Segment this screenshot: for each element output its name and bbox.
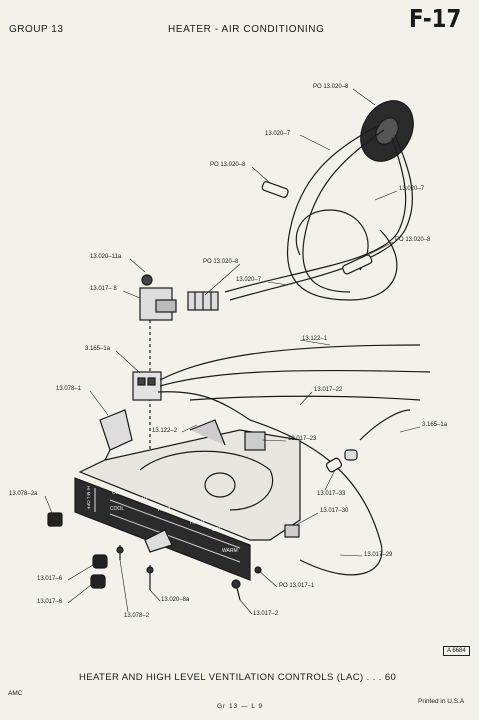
- screws: [116, 524, 300, 601]
- page-id: F-17: [409, 4, 462, 33]
- knob-lower-b: [90, 574, 106, 589]
- panel-label-heat: HEAT: [158, 507, 171, 513]
- callout: 13.122–1: [302, 336, 328, 342]
- callout: 13.017– 8: [90, 286, 117, 292]
- harness-connector: [132, 371, 162, 401]
- callout: 3.165–1a: [85, 346, 111, 352]
- knob-left: [47, 512, 63, 527]
- callout: 13.017–6: [37, 576, 63, 582]
- callout: PO 13.020–8: [210, 162, 246, 168]
- callout: 13.020–11a: [90, 254, 122, 260]
- panel-label-warm: WARM: [222, 548, 238, 554]
- callout: 13.078–2: [124, 613, 150, 619]
- panel-label-hi-lo: HI–LO: [190, 520, 205, 526]
- section-title: HEATER - AIR CONDITIONING: [168, 24, 325, 35]
- control-lever: [144, 529, 173, 553]
- callout: 13.020–7: [236, 277, 262, 283]
- callout: 13.017–22: [314, 387, 343, 393]
- mounting-bracket: [99, 409, 133, 451]
- panel-label-fan-scale: HI M L OFF: [86, 486, 91, 510]
- figure-caption: HEATER AND HIGH LEVEL VENTILATION CONTRO…: [79, 672, 397, 683]
- panel-label-cool: COOL: [110, 506, 125, 512]
- hose-connector: [261, 181, 289, 198]
- footer-page-ref: Gr 13 — L 9: [217, 703, 264, 710]
- callout: 13.017–33: [317, 491, 346, 497]
- group-label: GROUP 13: [9, 24, 64, 35]
- panel-label-def: DEF: [212, 527, 222, 533]
- panel-label-vent: VENT: [135, 497, 149, 503]
- tee-connector: [342, 254, 373, 275]
- callout: 13.017–30: [320, 508, 349, 514]
- reference-code: A 6684: [443, 646, 470, 656]
- callout: PO 13.020–8: [203, 259, 239, 265]
- callout: 13.017–29: [364, 552, 393, 558]
- vacuum-hose-long: [286, 124, 398, 301]
- callout: PO 13.020–8: [395, 237, 431, 243]
- panel-label-off: OFF: [112, 490, 122, 496]
- callout: 13.020–7: [399, 186, 425, 192]
- callout: 13.078–1: [56, 386, 82, 392]
- callout: 13.017–23: [288, 436, 317, 442]
- callout: PO 13.017–1: [279, 583, 315, 589]
- callout: 13.122–2: [152, 428, 178, 434]
- knob-lower-a: [92, 554, 108, 569]
- callout: 13.020–7: [265, 131, 291, 137]
- footer-brand: AMC: [8, 690, 23, 697]
- footer-printed: Printed in U.S.A: [418, 698, 465, 705]
- callout: 13.017–6: [37, 599, 63, 605]
- callout: 13.020–8a: [161, 597, 190, 603]
- callout: 3.165–1a: [422, 422, 448, 428]
- callout: 13.078–2a: [9, 491, 38, 497]
- callout: PO 13.020–8: [313, 84, 349, 90]
- callout: 13.017–2: [253, 611, 279, 617]
